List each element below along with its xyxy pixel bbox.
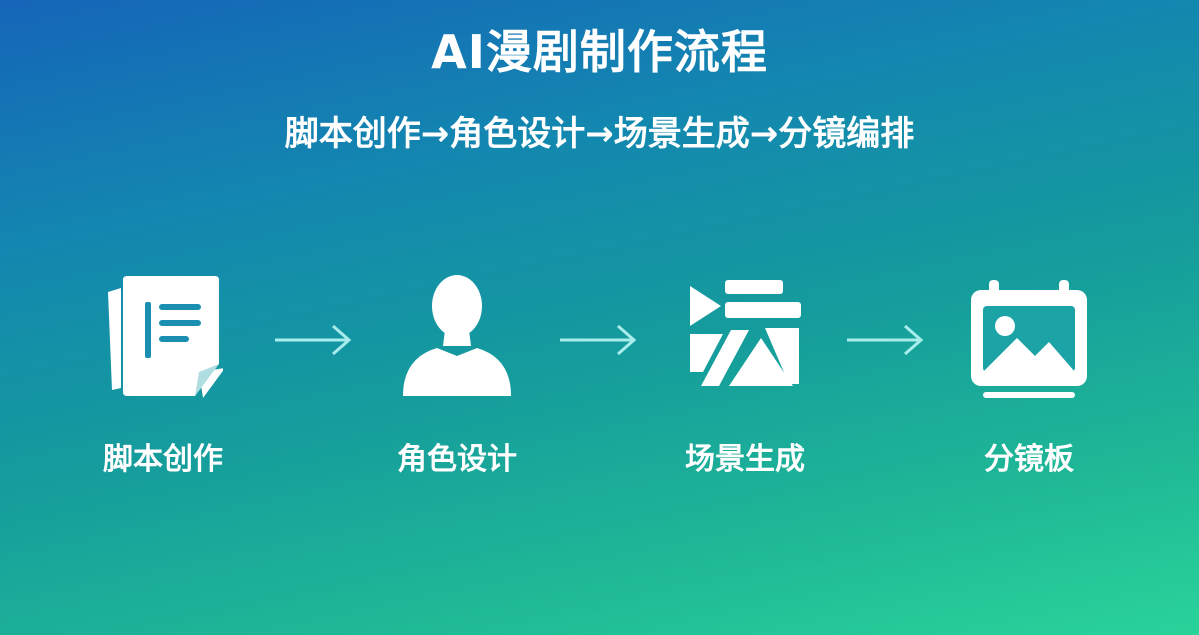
step-label: 分镜板 bbox=[984, 442, 1074, 477]
step-label: 场景生成 bbox=[685, 442, 805, 477]
document-icon bbox=[108, 276, 223, 398]
step-storyboard: 分镜板 bbox=[934, 272, 1124, 492]
person-icon bbox=[403, 275, 511, 396]
step-character-design: 角色设计 bbox=[362, 272, 552, 492]
page-title: AI漫剧制作流程 bbox=[431, 25, 768, 79]
step-script-writing: 脚本创作 bbox=[68, 272, 258, 492]
step-label: 角色设计 bbox=[397, 442, 517, 477]
step-label: 脚本创作 bbox=[103, 442, 223, 477]
arrow-right-icon bbox=[560, 324, 637, 356]
page-subtitle: 脚本创作→角色设计→场景生成→分镜编排 bbox=[284, 114, 915, 154]
step-scene-generation: 场景生成 bbox=[650, 272, 840, 492]
storyboard-icon bbox=[971, 280, 1087, 398]
arrow-right-icon bbox=[847, 324, 924, 356]
scene-blocks-icon bbox=[690, 280, 801, 386]
arrow-right-icon bbox=[275, 324, 352, 356]
